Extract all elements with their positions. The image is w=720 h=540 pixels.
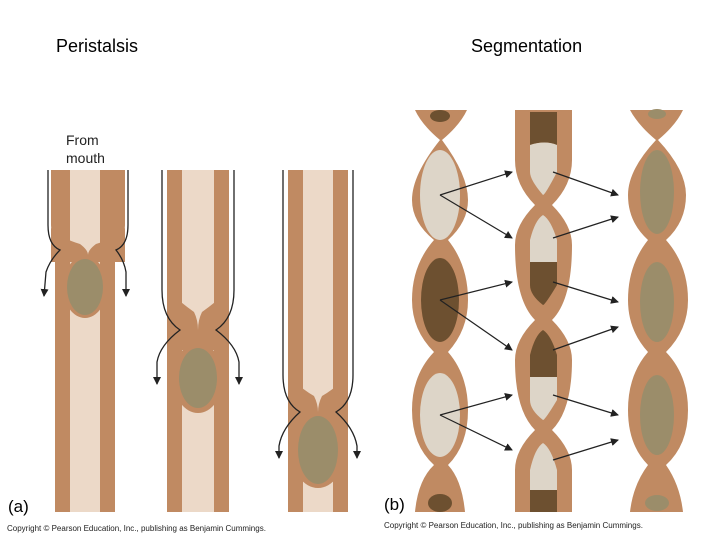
chyme-mixed-3b (640, 262, 674, 342)
peristalsis-arrow-right-2 (214, 170, 243, 385)
segmentation-tube-1 (412, 110, 468, 512)
segmentation-tube-2 (515, 110, 572, 512)
chyme-light-2f (530, 443, 557, 490)
chyme-dark-2d (530, 330, 557, 377)
food-bolus-3 (298, 416, 338, 484)
from-mouth-label-line2: mouth (66, 150, 105, 166)
peristalsis-arrow-left-2 (153, 170, 182, 385)
food-bolus-1 (67, 259, 103, 315)
chyme-light-2b (530, 215, 557, 262)
panel-label-b: (b) (384, 495, 405, 514)
segmentation-title: Segmentation (471, 36, 583, 56)
peristalsis-arrow-left-3 (275, 170, 302, 459)
food-bolus-2 (179, 348, 217, 408)
segmentation-tube-3 (628, 109, 688, 512)
panel-label-a: (a) (8, 497, 29, 516)
peristalsis-tube-1 (40, 170, 130, 512)
peristalsis-arrow-right-1 (114, 170, 130, 297)
copyright-a: Copyright © Pearson Education, Inc., pub… (7, 524, 266, 533)
chyme-dark-2c (530, 262, 557, 305)
peristalsis-arrow-right-3 (334, 170, 361, 459)
peristalsis-tube-2 (153, 170, 243, 512)
segmentation-arrows (439, 170, 619, 461)
copyright-b: Copyright © Pearson Education, Inc., pub… (384, 521, 643, 530)
from-mouth-label-line1: From (66, 132, 99, 148)
chyme-mixed-3a (640, 150, 674, 234)
peristalsis-title: Peristalsis (56, 36, 139, 56)
chyme-light-2e (530, 377, 557, 420)
chyme-mixed-3c (640, 375, 674, 455)
chyme-light-2a (530, 142, 557, 195)
peristalsis-tube-3 (275, 170, 361, 512)
peristalsis-arrow-left-1 (40, 170, 62, 297)
